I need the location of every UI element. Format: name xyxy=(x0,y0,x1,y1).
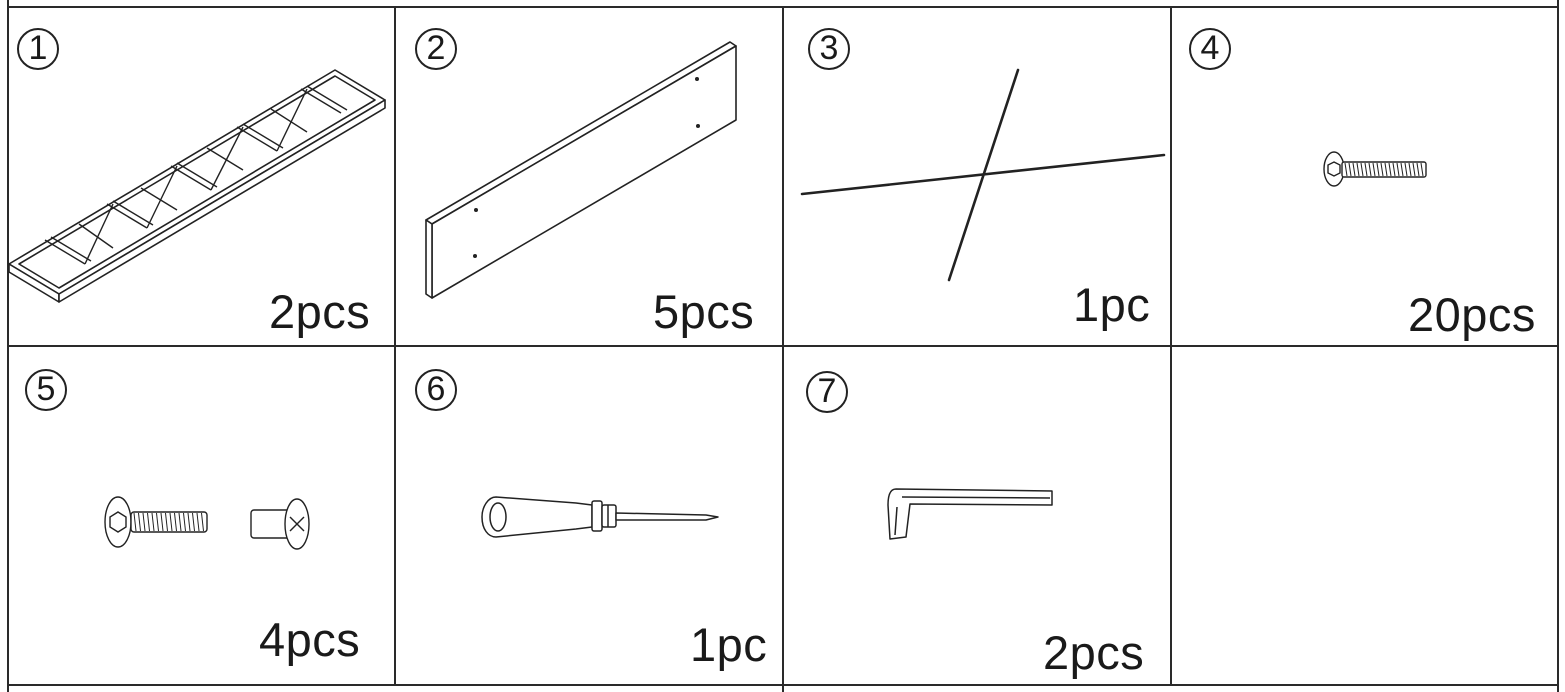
thread-line xyxy=(1388,162,1392,177)
part-cell-5: 5 4pcs xyxy=(9,347,394,684)
grid-col-divider-3 xyxy=(1170,6,1172,686)
grid-border-left xyxy=(7,0,9,692)
part-cell-6: 6 1pc xyxy=(396,347,782,684)
part-quantity: 4pcs xyxy=(259,613,361,666)
part-number-badge: 5 xyxy=(25,369,67,411)
thread-line xyxy=(1384,162,1388,177)
thread-line xyxy=(1360,162,1364,177)
thread-line xyxy=(1344,162,1348,177)
screwdriver-icon xyxy=(481,496,719,538)
thread-line xyxy=(1392,162,1396,177)
part-cell-7: 7 2pcs xyxy=(784,347,1170,684)
part-number-badge: 7 xyxy=(806,371,848,413)
thread-line xyxy=(156,512,159,532)
thread-line xyxy=(1412,162,1416,177)
thread-line xyxy=(1408,162,1412,177)
part-quantity: 1pc xyxy=(1073,278,1151,331)
frame-icon xyxy=(8,69,386,303)
grid-col-divider-1 xyxy=(394,6,396,686)
thread-line xyxy=(1372,162,1376,177)
thread-line xyxy=(1348,162,1352,177)
part-number-badge: 3 xyxy=(808,28,850,70)
panel-board-icon xyxy=(425,41,737,299)
thread-line xyxy=(192,512,195,532)
cross-rod-icon xyxy=(800,68,1166,282)
grid-border-right xyxy=(1557,0,1559,692)
thread-line xyxy=(169,512,173,532)
thread-line xyxy=(1404,162,1408,177)
thread-line xyxy=(133,512,137,532)
hex-key-icon xyxy=(887,488,1053,540)
part-number-badge: 6 xyxy=(415,369,457,411)
thread-line xyxy=(138,512,141,532)
thread-line xyxy=(187,512,191,532)
part-number-badge: 4 xyxy=(1189,28,1231,70)
part-cell-1: 1 2pcs xyxy=(8,8,394,345)
part-quantity: 2pcs xyxy=(269,285,371,338)
thread-line xyxy=(1368,162,1372,177)
part-number-badge: 1 xyxy=(17,28,59,70)
thread-line xyxy=(1396,162,1400,177)
thread-line xyxy=(183,512,186,532)
thread-line xyxy=(160,512,164,532)
part-number-badge: 2 xyxy=(415,28,457,70)
thread-line xyxy=(1380,162,1384,177)
part-cell-4: 4 20pcs xyxy=(1172,8,1557,345)
thread-line xyxy=(1356,162,1360,177)
part-cell-2: 2 5pcs xyxy=(396,8,782,345)
grid-col-divider-2 xyxy=(782,6,784,692)
part-cell-3: 3 1pc xyxy=(784,8,1170,345)
thread-line xyxy=(1420,162,1424,177)
thread-line xyxy=(147,512,150,532)
thread-line xyxy=(178,512,182,532)
part-quantity: 20pcs xyxy=(1408,288,1536,341)
thread-line xyxy=(201,512,204,532)
thread-line xyxy=(1364,162,1368,177)
thread-line xyxy=(142,512,146,532)
bolt-and-barrel-nut-icon xyxy=(104,496,310,550)
thread-line xyxy=(174,512,177,532)
part-quantity: 2pcs xyxy=(1043,626,1145,679)
thread-line xyxy=(1376,162,1380,177)
thread-line xyxy=(1352,162,1356,177)
thread-line xyxy=(1400,162,1404,177)
part-quantity: 1pc xyxy=(690,618,768,671)
thread-line xyxy=(151,512,155,532)
thread-line xyxy=(165,512,168,532)
bolt-icon xyxy=(1323,151,1427,187)
thread-line xyxy=(196,512,200,532)
part-quantity: 5pcs xyxy=(653,285,755,338)
thread-line xyxy=(1416,162,1420,177)
empty-cell xyxy=(1172,347,1557,684)
